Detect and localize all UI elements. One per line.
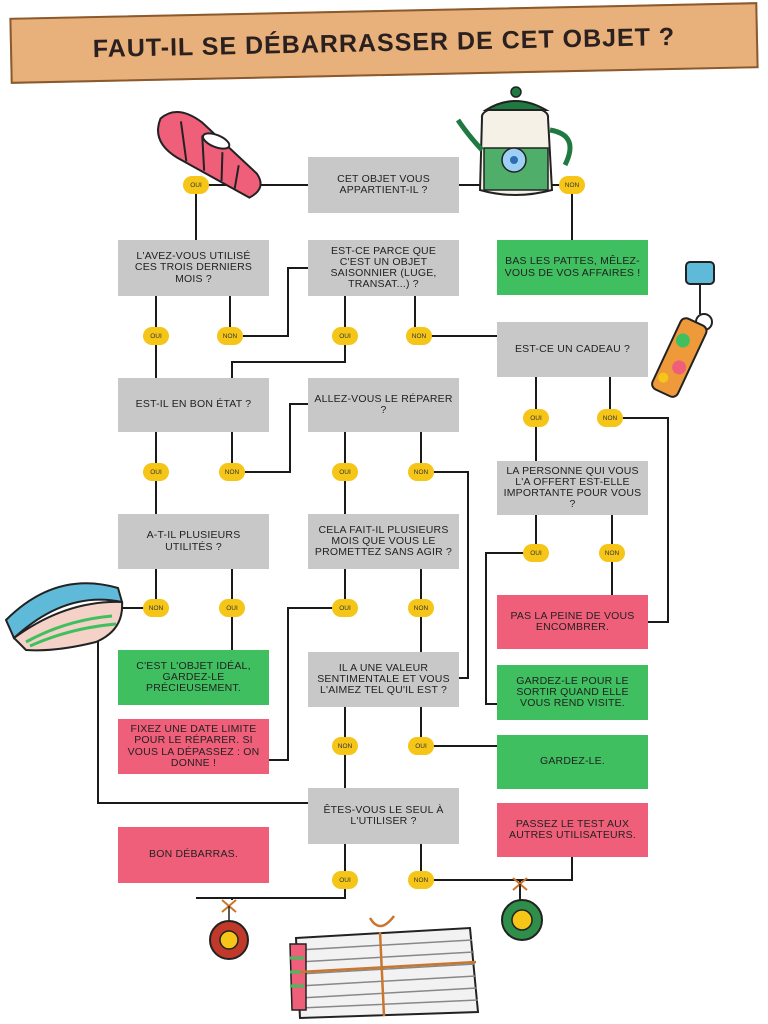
answer-keep-for-visit: GARDEZ-LE POUR LE SORTIR QUAND ELLE VOUS…: [497, 665, 648, 720]
paper-stack-icon: [289, 915, 480, 1020]
yes-pill: OUI: [219, 599, 245, 617]
flow-line: [420, 432, 469, 679]
flow-line: [485, 515, 537, 705]
answer-no-clutter: PAS LA PEINE DE VOUS ENCOMBRER.: [497, 595, 648, 649]
flow-line: [269, 569, 346, 761]
bubble-tube-icon: [651, 261, 715, 398]
answer-good-riddance: BON DÉBARRAS.: [118, 827, 269, 883]
no-pill: NON: [559, 176, 585, 194]
question-only-user: ÊTES-VOUS LE SEUL À L'UTILISER ?: [308, 788, 459, 844]
flow-line: [229, 267, 308, 337]
flow-line: [420, 844, 573, 881]
yes-pill: OUI: [332, 871, 358, 889]
question-used-recently: L'AVEZ-VOUS UTILISÉ CES TROIS DERNIERS M…: [118, 240, 269, 296]
yes-pill: OUI: [332, 463, 358, 481]
yes-pill: OUI: [523, 409, 549, 427]
question-giver-important: LA PERSONNE QUI VOUS L'A OFFERT EST-ELLE…: [497, 461, 648, 515]
question-seasonal: EST-CE PARCE QUE C'EST UN OBJET SAISONNI…: [308, 240, 459, 296]
answer-test-other-users: PASSEZ LE TEST AUX AUTRES UTILISATEURS.: [497, 803, 648, 857]
yes-pill: OUI: [408, 737, 434, 755]
yes-pill: OUI: [183, 176, 209, 194]
yes-pill: OUI: [143, 463, 169, 481]
answer-mind-your-business: BAS LES PATTES, MÊLEZ-VOUS DE VOS AFFAIR…: [497, 240, 648, 295]
flow-line: [609, 377, 669, 623]
no-pill: NON: [599, 544, 625, 562]
yes-pill: OUI: [523, 544, 549, 562]
no-pill: NON: [408, 463, 434, 481]
question-sentimental-value: IL A UNE VALEUR SENTIMENTALE ET VOUS L'A…: [308, 652, 459, 707]
sandal-icon: [157, 111, 262, 199]
yes-pill: OUI: [332, 327, 358, 345]
no-pill: NON: [332, 737, 358, 755]
question-will-repair: ALLEZ-VOUS LE RÉPARER ?: [308, 378, 459, 432]
no-pill: NON: [143, 599, 169, 617]
no-pill: NON: [406, 327, 432, 345]
answer-set-deadline: FIXEZ UNE DATE LIMITE POUR LE RÉPARER. S…: [118, 719, 269, 774]
no-pill: NON: [408, 599, 434, 617]
no-pill: NON: [408, 871, 434, 889]
teapot-icon: [455, 86, 573, 196]
question-multiple-uses: A-T-IL PLUSIEURS UTILITÉS ?: [118, 514, 269, 569]
answer-ideal-object: C'EST L'OBJET IDÉAL, GARDEZ-LE PRÉCIEUSE…: [118, 650, 269, 705]
question-owns-object: CET OBJET VOUS APPARTIENT-IL ?: [308, 157, 459, 213]
yes-pill: OUI: [332, 599, 358, 617]
question-months-promised: CELA FAIT-IL PLUSIEURS MOIS QUE VOUS LE …: [308, 514, 459, 569]
ornament-icon: [501, 877, 543, 941]
question-good-condition: EST-IL EN BON ÉTAT ?: [118, 378, 269, 432]
flow-line: [231, 403, 308, 473]
no-pill: NON: [217, 327, 243, 345]
no-pill: NON: [219, 463, 245, 481]
belt-bag-icon: [4, 582, 124, 652]
ornament-icon: [209, 899, 249, 960]
no-pill: NON: [597, 409, 623, 427]
yes-pill: OUI: [143, 327, 169, 345]
question-gift: EST-CE UN CADEAU ?: [497, 322, 648, 377]
answer-keep-it: GARDEZ-LE.: [497, 735, 648, 789]
